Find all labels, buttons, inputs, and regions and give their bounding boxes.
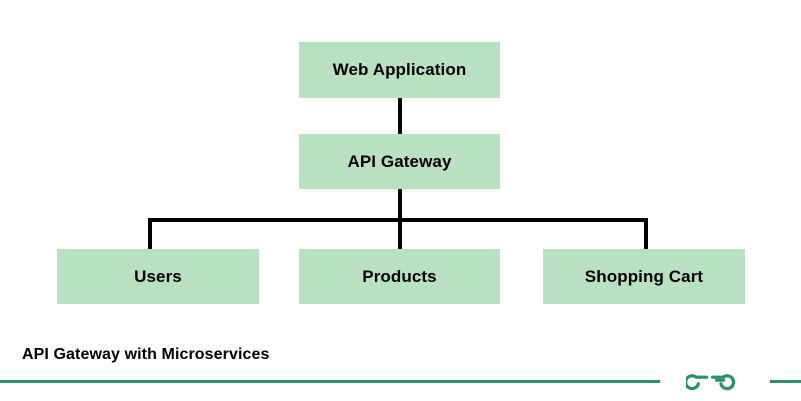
- node-products: Products: [299, 249, 500, 304]
- node-label: Users: [134, 266, 182, 286]
- node-users: Users: [57, 249, 259, 304]
- diagram-caption: API Gateway with Microservices: [22, 346, 270, 363]
- node-web-application: Web Application: [299, 42, 500, 98]
- node-api-gateway: API Gateway: [299, 134, 500, 189]
- edge-bus-to-users: [148, 218, 152, 251]
- footer-divider: [0, 380, 801, 383]
- node-shopping-cart: Shopping Cart: [543, 249, 745, 304]
- node-label: Web Application: [332, 60, 467, 79]
- edge-bus-to-shopping-cart: [644, 218, 648, 251]
- edge-gateway-trunk: [398, 187, 402, 222]
- edge-web-to-gateway: [398, 96, 402, 136]
- geeksforgeeks-logo-icon: [660, 365, 770, 395]
- node-label: Products: [362, 266, 437, 286]
- node-label: API Gateway: [347, 151, 452, 171]
- edge-bus-to-products: [398, 218, 402, 251]
- node-label: Shopping Cart: [584, 266, 704, 286]
